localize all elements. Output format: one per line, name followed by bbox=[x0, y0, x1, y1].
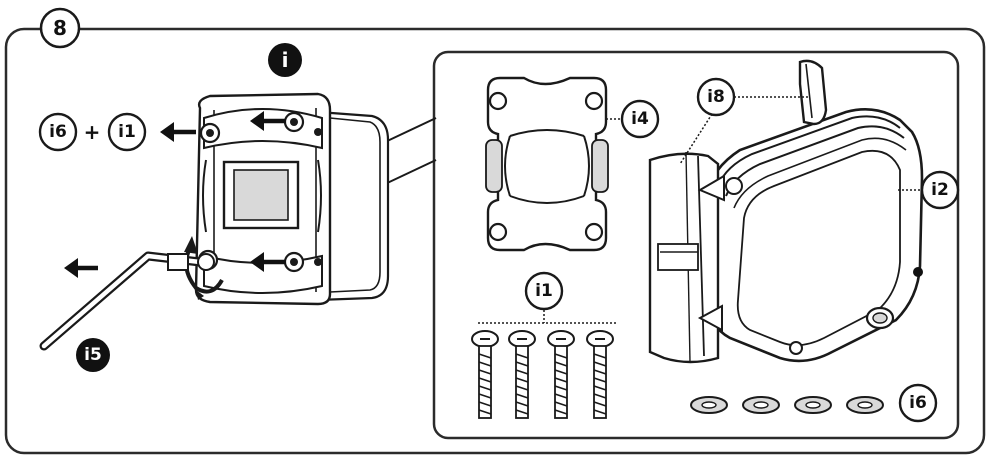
bracket-i8 bbox=[648, 59, 828, 364]
washer-icon bbox=[690, 396, 728, 414]
callout-i2: i2 bbox=[920, 170, 960, 210]
callout-i4-text: i4 bbox=[631, 109, 649, 129]
washer-icon bbox=[794, 396, 832, 414]
callout-i5: i5 bbox=[76, 338, 110, 372]
left-arrow-icon bbox=[250, 252, 286, 272]
outer-frame bbox=[4, 27, 986, 455]
left-arrow-icon bbox=[64, 258, 98, 278]
callout-i1-top-text: i1 bbox=[118, 122, 136, 142]
screw-icon bbox=[471, 330, 499, 419]
callout-i8: i8 bbox=[696, 77, 736, 117]
callout-i6-washers: i6 bbox=[898, 383, 938, 423]
callout-i4: i4 bbox=[620, 99, 660, 139]
callout-i2-text: i2 bbox=[931, 180, 949, 200]
screw-icon bbox=[547, 330, 575, 419]
washer-icon bbox=[846, 396, 884, 414]
left-arrow-icon bbox=[160, 122, 196, 142]
step-number-text: 8 bbox=[53, 16, 67, 40]
left-arrow-icon bbox=[250, 111, 286, 131]
wheel-mount-assembly bbox=[184, 92, 390, 306]
callout-i5-text: i5 bbox=[84, 345, 102, 365]
screw-icon bbox=[508, 330, 536, 419]
callout-i1-top: i1 bbox=[107, 112, 147, 152]
top-info-badge: i bbox=[268, 43, 302, 77]
callout-i1-screws-text: i1 bbox=[535, 281, 553, 301]
screw-icon bbox=[586, 330, 614, 419]
callout-i1-screws: i1 bbox=[524, 271, 564, 311]
housing-i2 bbox=[704, 108, 924, 363]
callout-i6-text: i6 bbox=[49, 122, 67, 142]
top-info-text: i bbox=[282, 48, 289, 72]
parts-detail-panel bbox=[432, 50, 960, 440]
washer-icon bbox=[742, 396, 780, 414]
clamp-plate-i4 bbox=[485, 76, 609, 252]
callout-i8-text: i8 bbox=[707, 87, 725, 107]
plus-sign: + bbox=[84, 120, 101, 144]
callout-i6-top: i6 bbox=[38, 112, 78, 152]
hex-key-icon bbox=[39, 251, 215, 351]
step-number-badge: 8 bbox=[39, 7, 81, 49]
callout-i6-washers-text: i6 bbox=[909, 393, 927, 413]
